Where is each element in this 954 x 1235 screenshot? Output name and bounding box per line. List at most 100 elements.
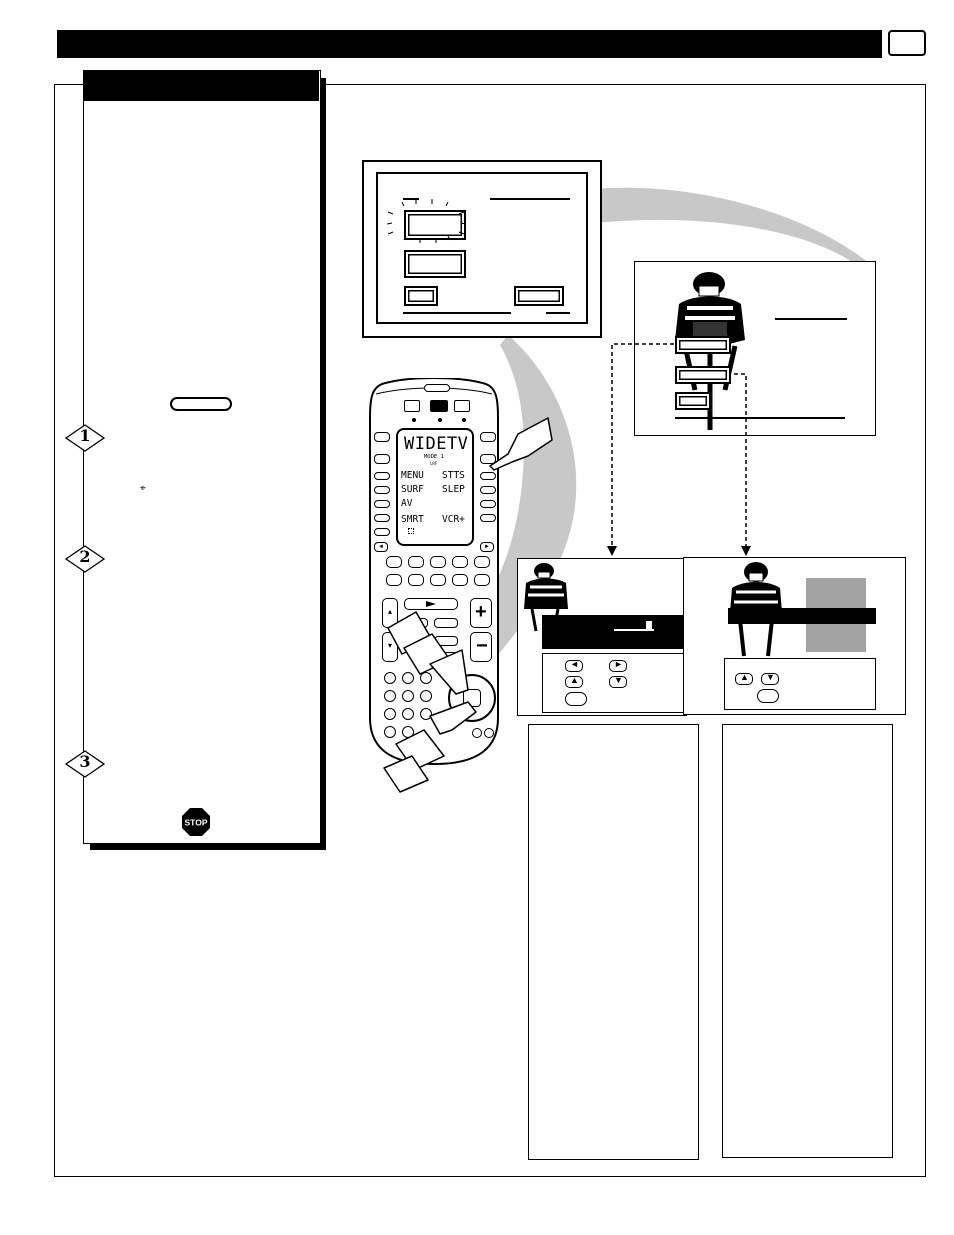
soft-key-right-6[interactable] (480, 514, 496, 522)
remote-control: WIDETV MODE 1 LRF MENU STTS SURF SLEP AV… (368, 378, 500, 766)
remote-row2-btn-2[interactable] (408, 574, 424, 586)
sidebar-heading-bar (84, 71, 319, 101)
ok-key-icon-2 (757, 689, 779, 703)
lcd-key-vcr: VCR+ (442, 514, 465, 525)
soft-key-right-5[interactable] (480, 500, 496, 508)
text-panel-left (528, 724, 699, 1160)
right-key-icon: ► (609, 659, 627, 672)
cyclist-small-image-2 (730, 562, 782, 657)
tv-screen-adjust-2: ▲ ▼ (683, 557, 906, 715)
remote-row1-btn-4[interactable] (452, 556, 468, 568)
soft-key-left-4[interactable] (374, 486, 390, 494)
numpad-3[interactable] (420, 672, 432, 684)
tv-screen-adjust-1: ◄ ► ▲ ▼ (517, 558, 692, 716)
cyclist-menu-item-2[interactable] (675, 366, 731, 384)
lcd-key-surf: SURF (401, 484, 424, 495)
lcd-sub: LRF (430, 461, 438, 466)
volume-plus-glyph: + (475, 601, 487, 623)
tv-screen-cyclist (634, 261, 876, 436)
cyclist-menu-item-3[interactable] (675, 392, 711, 410)
remote-row2-btn-5[interactable] (474, 574, 490, 586)
remote-top-button[interactable] (424, 384, 450, 392)
step-1-icon (64, 424, 106, 452)
volume-minus-glyph: − (476, 635, 488, 657)
numpad-extra-1[interactable] (384, 726, 396, 738)
main-frame (54, 84, 926, 1177)
soft-key-right-1[interactable] (480, 432, 496, 442)
remote-row1-btn-3[interactable] (430, 556, 446, 568)
remote-lcd-screen[interactable]: WIDETV MODE 1 LRF MENU STTS SURF SLEP AV… (396, 428, 474, 546)
highlight-sparkle (386, 199, 467, 243)
step-1-number: 1 (79, 426, 91, 445)
lcd-right-arrow-button[interactable]: ► (480, 542, 494, 552)
soft-key-left-6[interactable] (374, 514, 390, 522)
numpad-4[interactable] (384, 690, 396, 702)
cyclist-small-image-1 (524, 563, 568, 632)
key-legend-2: ▲ ▼ (724, 658, 876, 710)
remote-mode-button-1[interactable] (404, 400, 420, 412)
header-bar (57, 30, 882, 58)
remote-bottom-button-2[interactable] (484, 728, 494, 738)
menu-item-2[interactable] (404, 250, 466, 278)
numpad-2[interactable] (402, 672, 414, 684)
page-number-tab (888, 30, 926, 56)
lcd-left-arrow-button[interactable]: ◄ (374, 542, 388, 552)
soft-key-left-2[interactable] (374, 454, 390, 464)
remote-row1-btn-1[interactable] (386, 556, 402, 568)
lcd-key-av: AV (401, 498, 413, 509)
volume-up-button[interactable]: + (470, 598, 492, 628)
sidebar-panel: 1 ⌖ 2 3 STOP (64, 70, 321, 844)
lcd-title: WIDETV (404, 434, 469, 454)
menu-item-4[interactable] (514, 286, 564, 306)
remote-row1-btn-2[interactable] (408, 556, 424, 568)
soft-key-right-4[interactable] (480, 486, 496, 494)
lcd-key-stts: STTS (442, 470, 465, 481)
stop-sign-icon: STOP (182, 808, 210, 836)
soft-key-left-5[interactable] (374, 500, 390, 508)
step-2-icon (64, 545, 106, 573)
remote-mode-button-2[interactable] (430, 400, 448, 412)
remote-row2-btn-3[interactable] (430, 574, 446, 586)
play-button[interactable] (404, 598, 458, 610)
text-panel-right (722, 724, 893, 1158)
highlighted-menu-item[interactable] (404, 210, 466, 240)
left-key-icon: ◄ (565, 659, 583, 672)
step-3-icon (64, 750, 106, 778)
numpad-1[interactable] (384, 672, 396, 684)
soft-key-left-3[interactable] (374, 472, 390, 480)
menu-item-3[interactable] (404, 286, 438, 306)
numpad-7[interactable] (384, 708, 396, 720)
adjust-bar-1 (542, 615, 686, 649)
remote-row1-btn-5[interactable] (474, 556, 490, 568)
remote-row2-btn-4[interactable] (452, 574, 468, 586)
numpad-9[interactable] (420, 708, 432, 720)
stop-sign-label: STOP (185, 818, 208, 828)
cyclist-menu-item-1[interactable] (675, 336, 731, 354)
soft-key-right-3[interactable] (480, 472, 496, 480)
lcd-mode: MODE 1 (424, 454, 444, 460)
down-key-icon: ▼ (609, 675, 627, 688)
soft-key-left-1[interactable] (374, 432, 390, 442)
lcd-key-smrt: SMRT (401, 514, 424, 525)
adjust-bar-2 (728, 608, 876, 624)
up-key-icon: ▲ (565, 675, 583, 688)
remote-row2-btn-1[interactable] (386, 574, 402, 586)
remote-mode-button-3[interactable] (454, 400, 470, 412)
numpad-5[interactable] (402, 690, 414, 702)
ok-key-icon (565, 692, 587, 706)
numpad-6[interactable] (420, 690, 432, 702)
step-2-number: 2 (79, 547, 91, 566)
tv-screen-menu (362, 160, 602, 338)
volume-down-button[interactable]: − (470, 632, 492, 662)
soft-key-right-2[interactable] (480, 454, 496, 464)
down-key-icon-2: ▼ (761, 672, 779, 685)
transport-button-2[interactable] (434, 618, 458, 628)
cursor-cross-icon: ⌖ (140, 483, 146, 494)
soft-key-left-7[interactable] (374, 528, 390, 536)
remote-bottom-button-1[interactable] (472, 728, 482, 738)
play-triangle-icon (426, 601, 436, 607)
lcd-key-menu: MENU (401, 470, 424, 481)
numpad-8[interactable] (402, 708, 414, 720)
